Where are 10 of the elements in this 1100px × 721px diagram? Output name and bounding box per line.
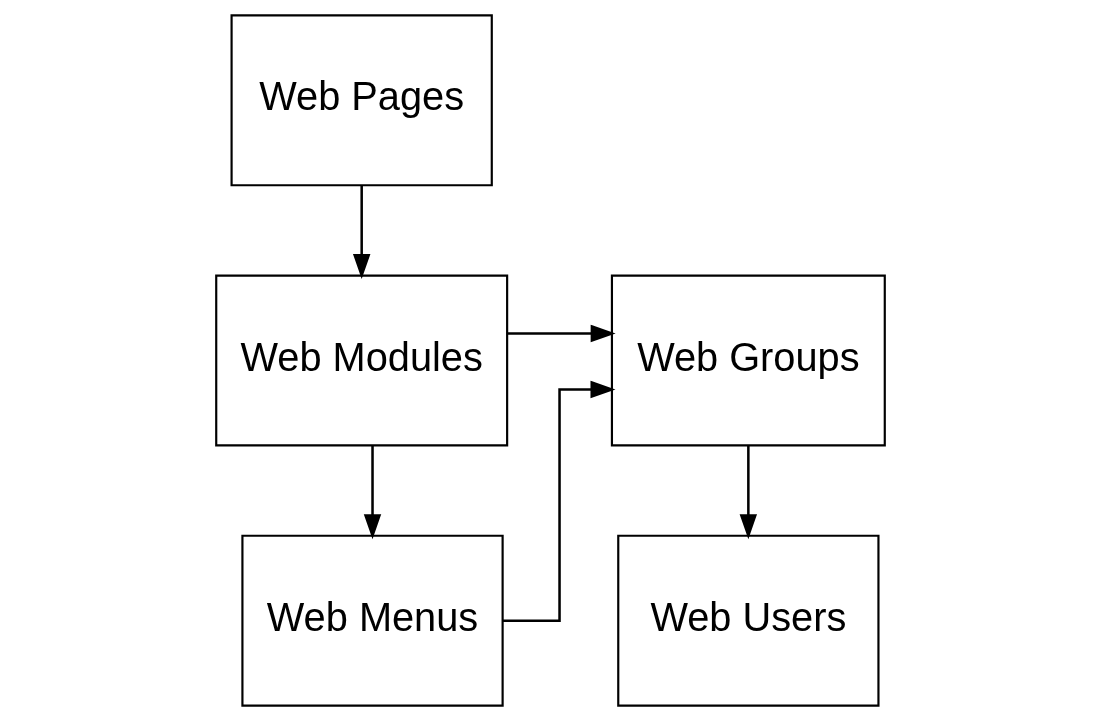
arrow [363,445,381,540]
node-box: Web Menus [240,534,504,707]
arrow [352,185,370,279]
node-box: Web Modules [214,274,508,447]
node-box: Web Users [616,534,880,707]
arrow [502,380,615,622]
node-box: Web Groups [610,274,886,447]
arrow [506,324,616,343]
node-box: Web Pages [230,14,493,187]
arrow [739,445,757,540]
